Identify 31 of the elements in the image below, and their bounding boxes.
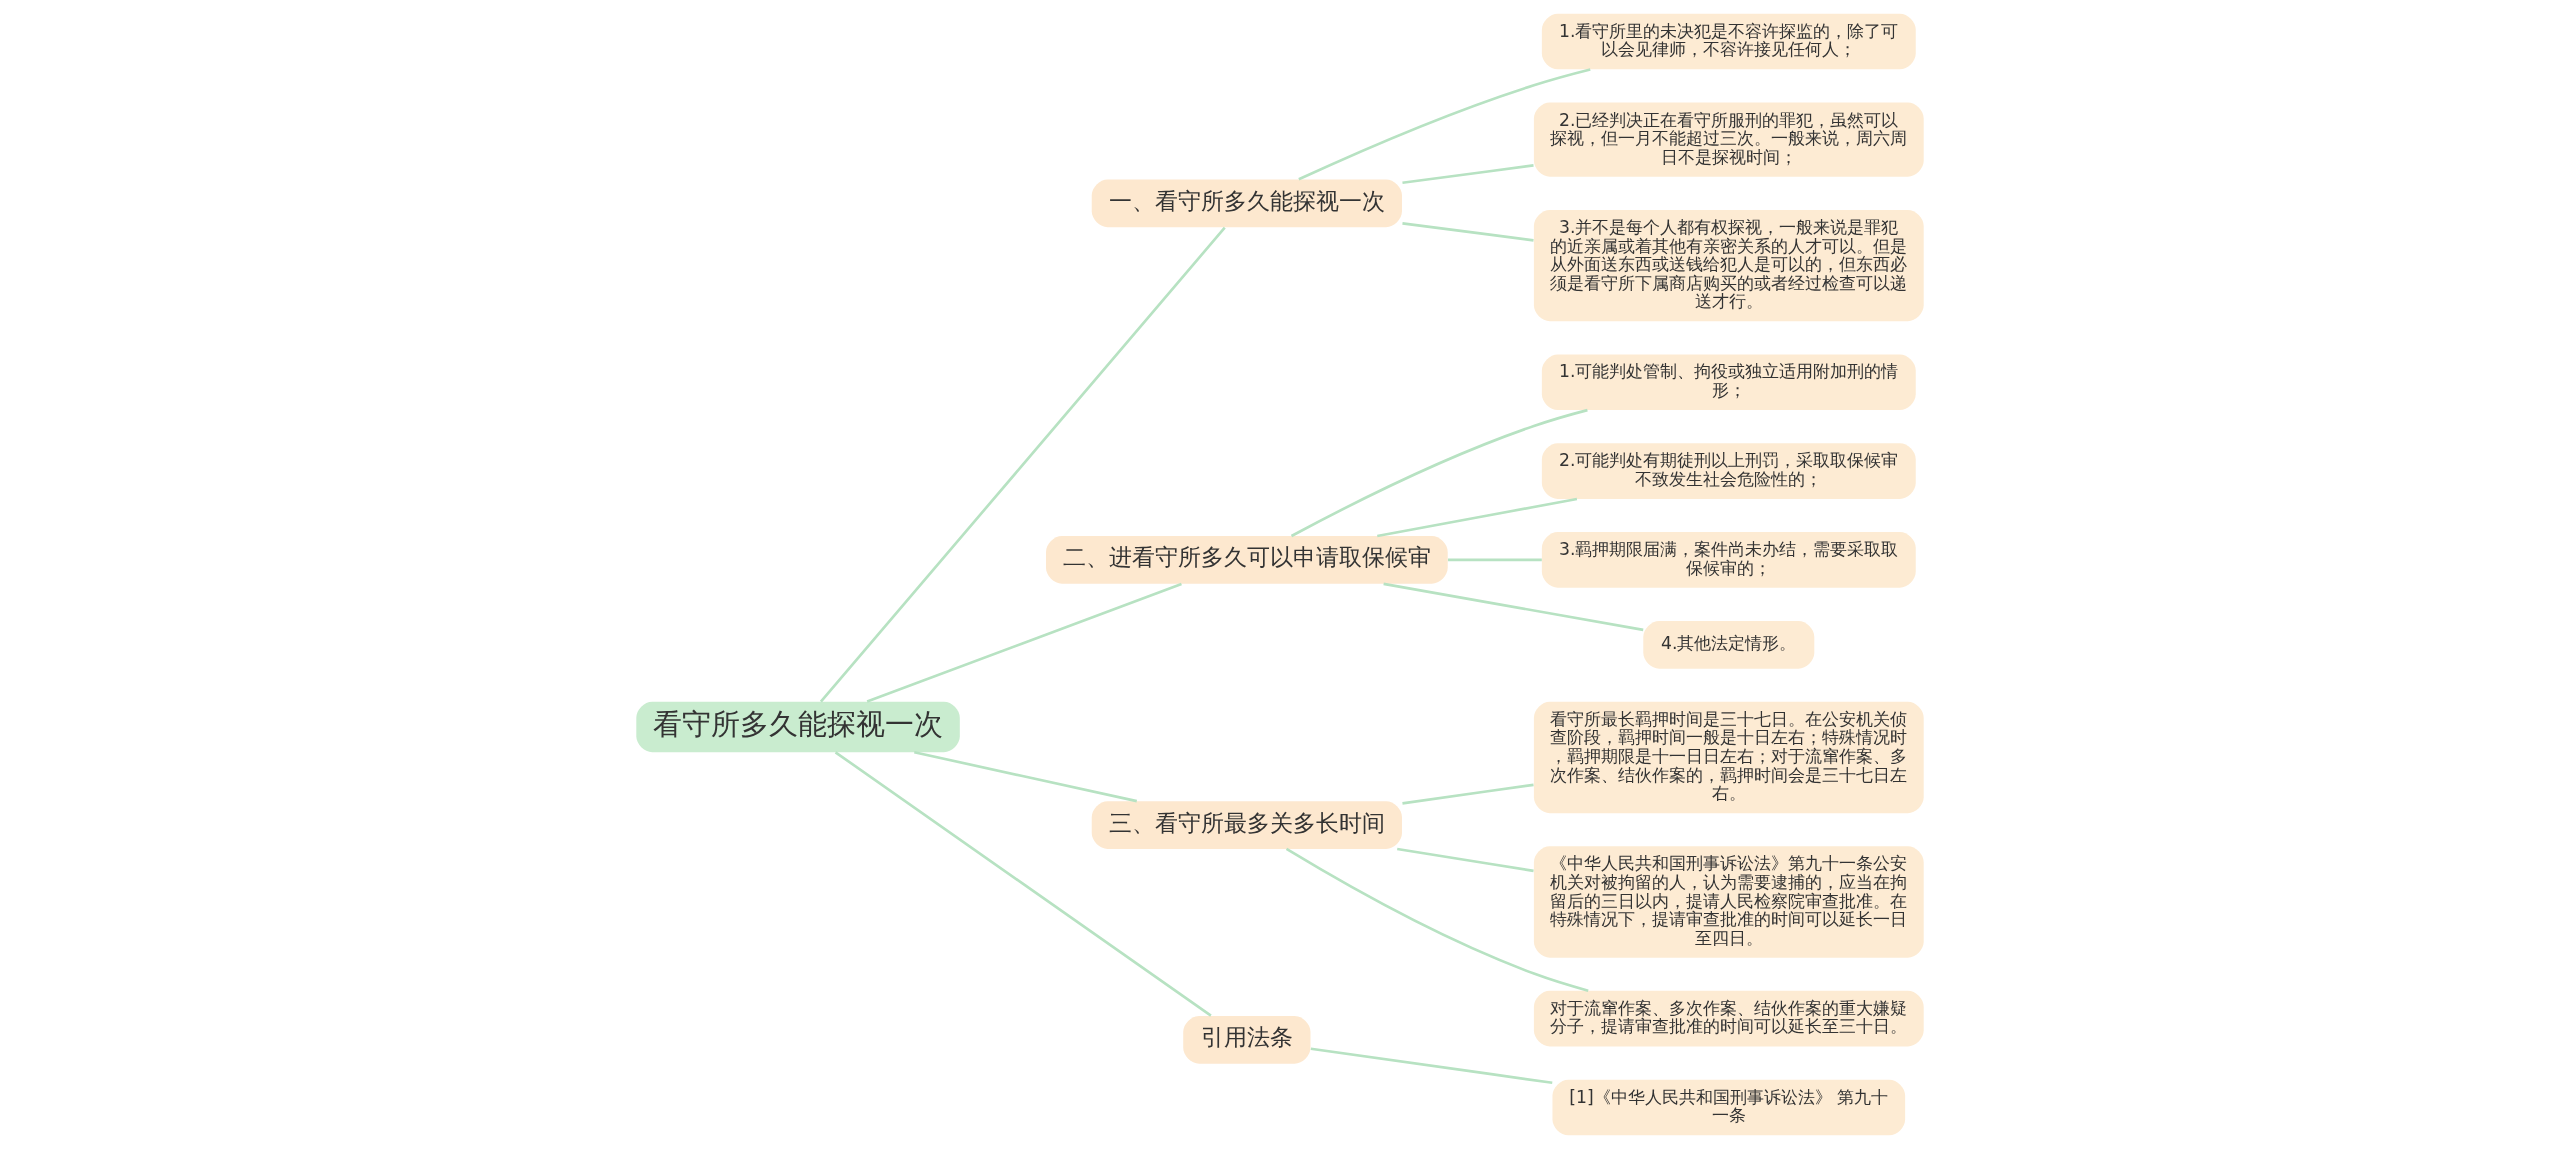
node-box: 《中华人民共和国刑事诉讼法》第九十一条公安机关对被拘留的人，认为需要逮捕的，应当在拘留后的三日以内，提请人民检察院审查批准。在特殊情况下，提请审查批准的时间可以延长一日至四日。	[1533, 846, 1924, 958]
node-box: 引用法条	[1183, 1016, 1311, 1064]
node-box: 一、看守所多久能探视一次	[1091, 179, 1402, 228]
connector	[914, 750, 1138, 803]
connector	[1402, 783, 1534, 805]
connector	[1402, 164, 1534, 185]
node-box: 三、看守所最多关多长时间	[1091, 801, 1402, 849]
node-box: 2.已经判决正在看守所服刑的罪犯，虽然可以探视，但一月不能超过三次。一般来说，周六周日不是探视时间；	[1533, 102, 1924, 177]
connector	[1402, 222, 1534, 242]
connector	[1377, 497, 1578, 538]
connector	[1298, 68, 1591, 181]
node-box: 1.可能判处管制、拘役或独立适用附加刑的情形；	[1541, 354, 1916, 411]
node-box: [1]《中华人民共和国刑事诉讼法》 第九十一条	[1552, 1079, 1906, 1136]
node-box: 1.看守所里的未决犯是不容许探监的，除了可以会见律师，不容许接见任何人；	[1541, 13, 1916, 70]
node-box: 看守所多久能探视一次	[636, 701, 960, 753]
connector	[1310, 1047, 1553, 1085]
node-box: 2.可能判处有期徒刑以上刑罚，采取取保候审不致发生社会危险性的；	[1541, 443, 1916, 499]
node-box: 对于流窜作案、多次作案、结伙作案的重大嫌疑分子，提请审查批准的时间可以延长至三十日。	[1533, 990, 1924, 1047]
node-box: 4.其他法定情形。	[1643, 620, 1815, 669]
connector	[1447, 558, 1542, 562]
node-box: 3.羁押期限届满，案件尚未办结，需要采取取保候审的；	[1541, 532, 1916, 588]
connector	[1397, 847, 1534, 873]
connector	[1285, 847, 1589, 992]
connector	[866, 582, 1182, 703]
connector	[1290, 408, 1588, 538]
connector	[834, 751, 1212, 1017]
connector	[819, 226, 1226, 703]
node-box: 二、进看守所多久可以申请取保候审	[1046, 536, 1448, 584]
connector	[1383, 582, 1644, 632]
node-box: 看守所最长羁押时间是三十七日。在公安机关侦查阶段，羁押时间一般是十日左右；特殊情况时，羁押期限是十一日日左右；对于流窜作案、多次作案、结伙作案的，羁押时间会是三十七日左右。	[1533, 701, 1924, 814]
node-box: 3.并不是每个人都有权探视，一般来说是罪犯的近亲属或着其他有亲密关系的人才可以。但是从外面送东西或送钱给犯人是可以的，但东西必须是看守所下属商店购买的或者经过检查可以递送才行。	[1533, 209, 1924, 322]
